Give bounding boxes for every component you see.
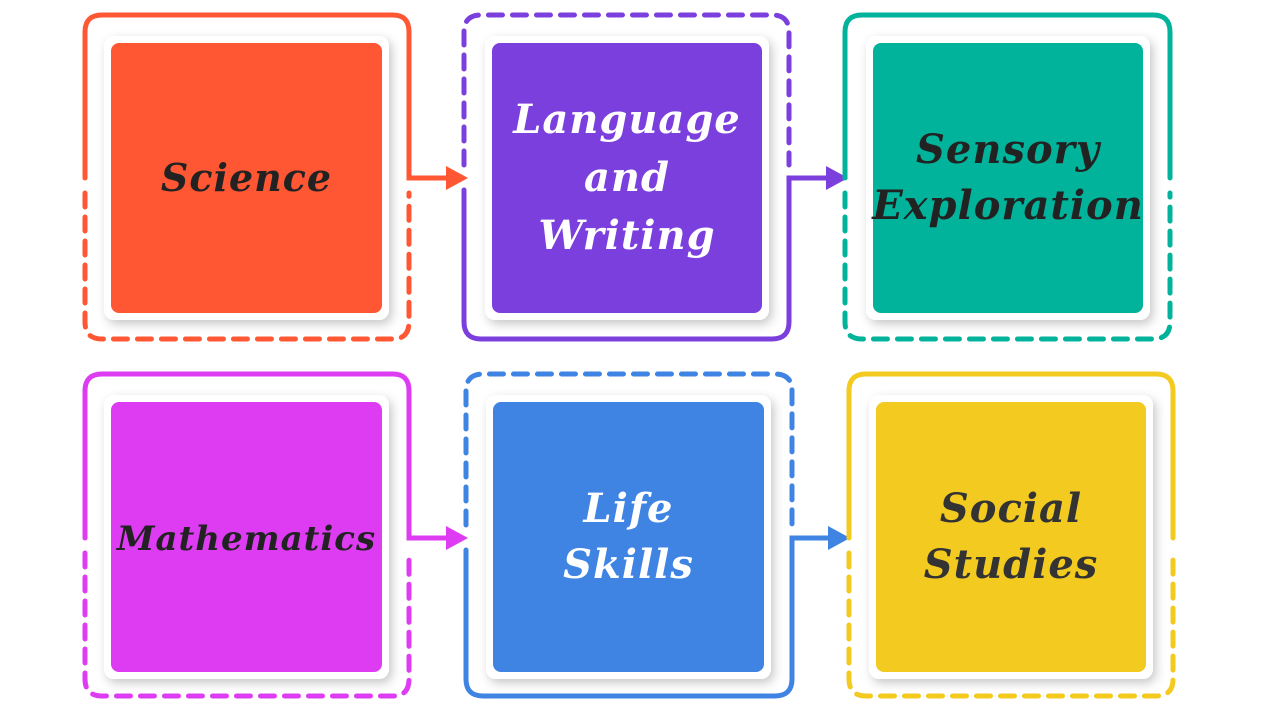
card-fill-science bbox=[111, 43, 382, 313]
card-label-sensory-exploration-line-1: Sensory bbox=[916, 126, 1102, 173]
science-frame bbox=[82, 12, 468, 342]
arrow-language-to-sensory bbox=[826, 166, 848, 190]
card-label-language-and-writing-line-3: Writing bbox=[538, 212, 715, 259]
card-fill-sensory-exploration bbox=[873, 43, 1143, 313]
card-label-life-skills-line-2: Skills bbox=[563, 541, 694, 588]
life-skills-frame-solid bbox=[463, 535, 834, 699]
sensory-frame-dashed bbox=[842, 190, 1173, 342]
social-studies-frame-solid bbox=[846, 371, 1176, 541]
card-fill-social-studies bbox=[876, 402, 1146, 672]
life-skills-frame bbox=[463, 371, 850, 699]
card-mathematics: Mathematics bbox=[104, 395, 389, 679]
social-studies-frame bbox=[846, 371, 1176, 699]
card-science: Science bbox=[104, 36, 389, 320]
arrow-life-to-social bbox=[828, 526, 850, 550]
science-frame-solid bbox=[82, 12, 452, 181]
card-label-life-skills-line-1: Life bbox=[583, 485, 674, 532]
card-fill-mathematics bbox=[111, 402, 382, 672]
language-frame-dashed bbox=[461, 12, 792, 168]
mathematics-frame-solid bbox=[82, 371, 452, 541]
mathematics-frame bbox=[82, 371, 468, 699]
arrow-mathematics-to-life bbox=[446, 526, 468, 550]
card-fill-language-and-writing bbox=[492, 43, 762, 313]
science-frame-dashed bbox=[82, 190, 412, 342]
sensory-frame-solid bbox=[842, 12, 1173, 181]
language-frame bbox=[461, 12, 848, 342]
card-label-language-and-writing-line-2: and bbox=[584, 154, 670, 201]
card-fill-life-skills bbox=[493, 402, 764, 672]
card-label-science-line-1: Science bbox=[161, 155, 332, 200]
card-label-social-studies-line-1: Social bbox=[940, 485, 1082, 532]
card-label-mathematics-line-1: Mathematics bbox=[116, 519, 376, 559]
card-label-social-studies-line-2: Studies bbox=[924, 541, 1099, 588]
language-frame-solid bbox=[461, 175, 832, 342]
card-label-sensory-exploration-line-2: Exploration bbox=[871, 182, 1144, 229]
social-studies-frame-dashed bbox=[846, 550, 1176, 699]
card-label-language-and-writing-line-1: Language bbox=[512, 96, 741, 143]
sensory-frame bbox=[842, 12, 1173, 342]
arrow-science-to-language bbox=[446, 166, 468, 190]
mathematics-frame-dashed bbox=[82, 550, 412, 699]
